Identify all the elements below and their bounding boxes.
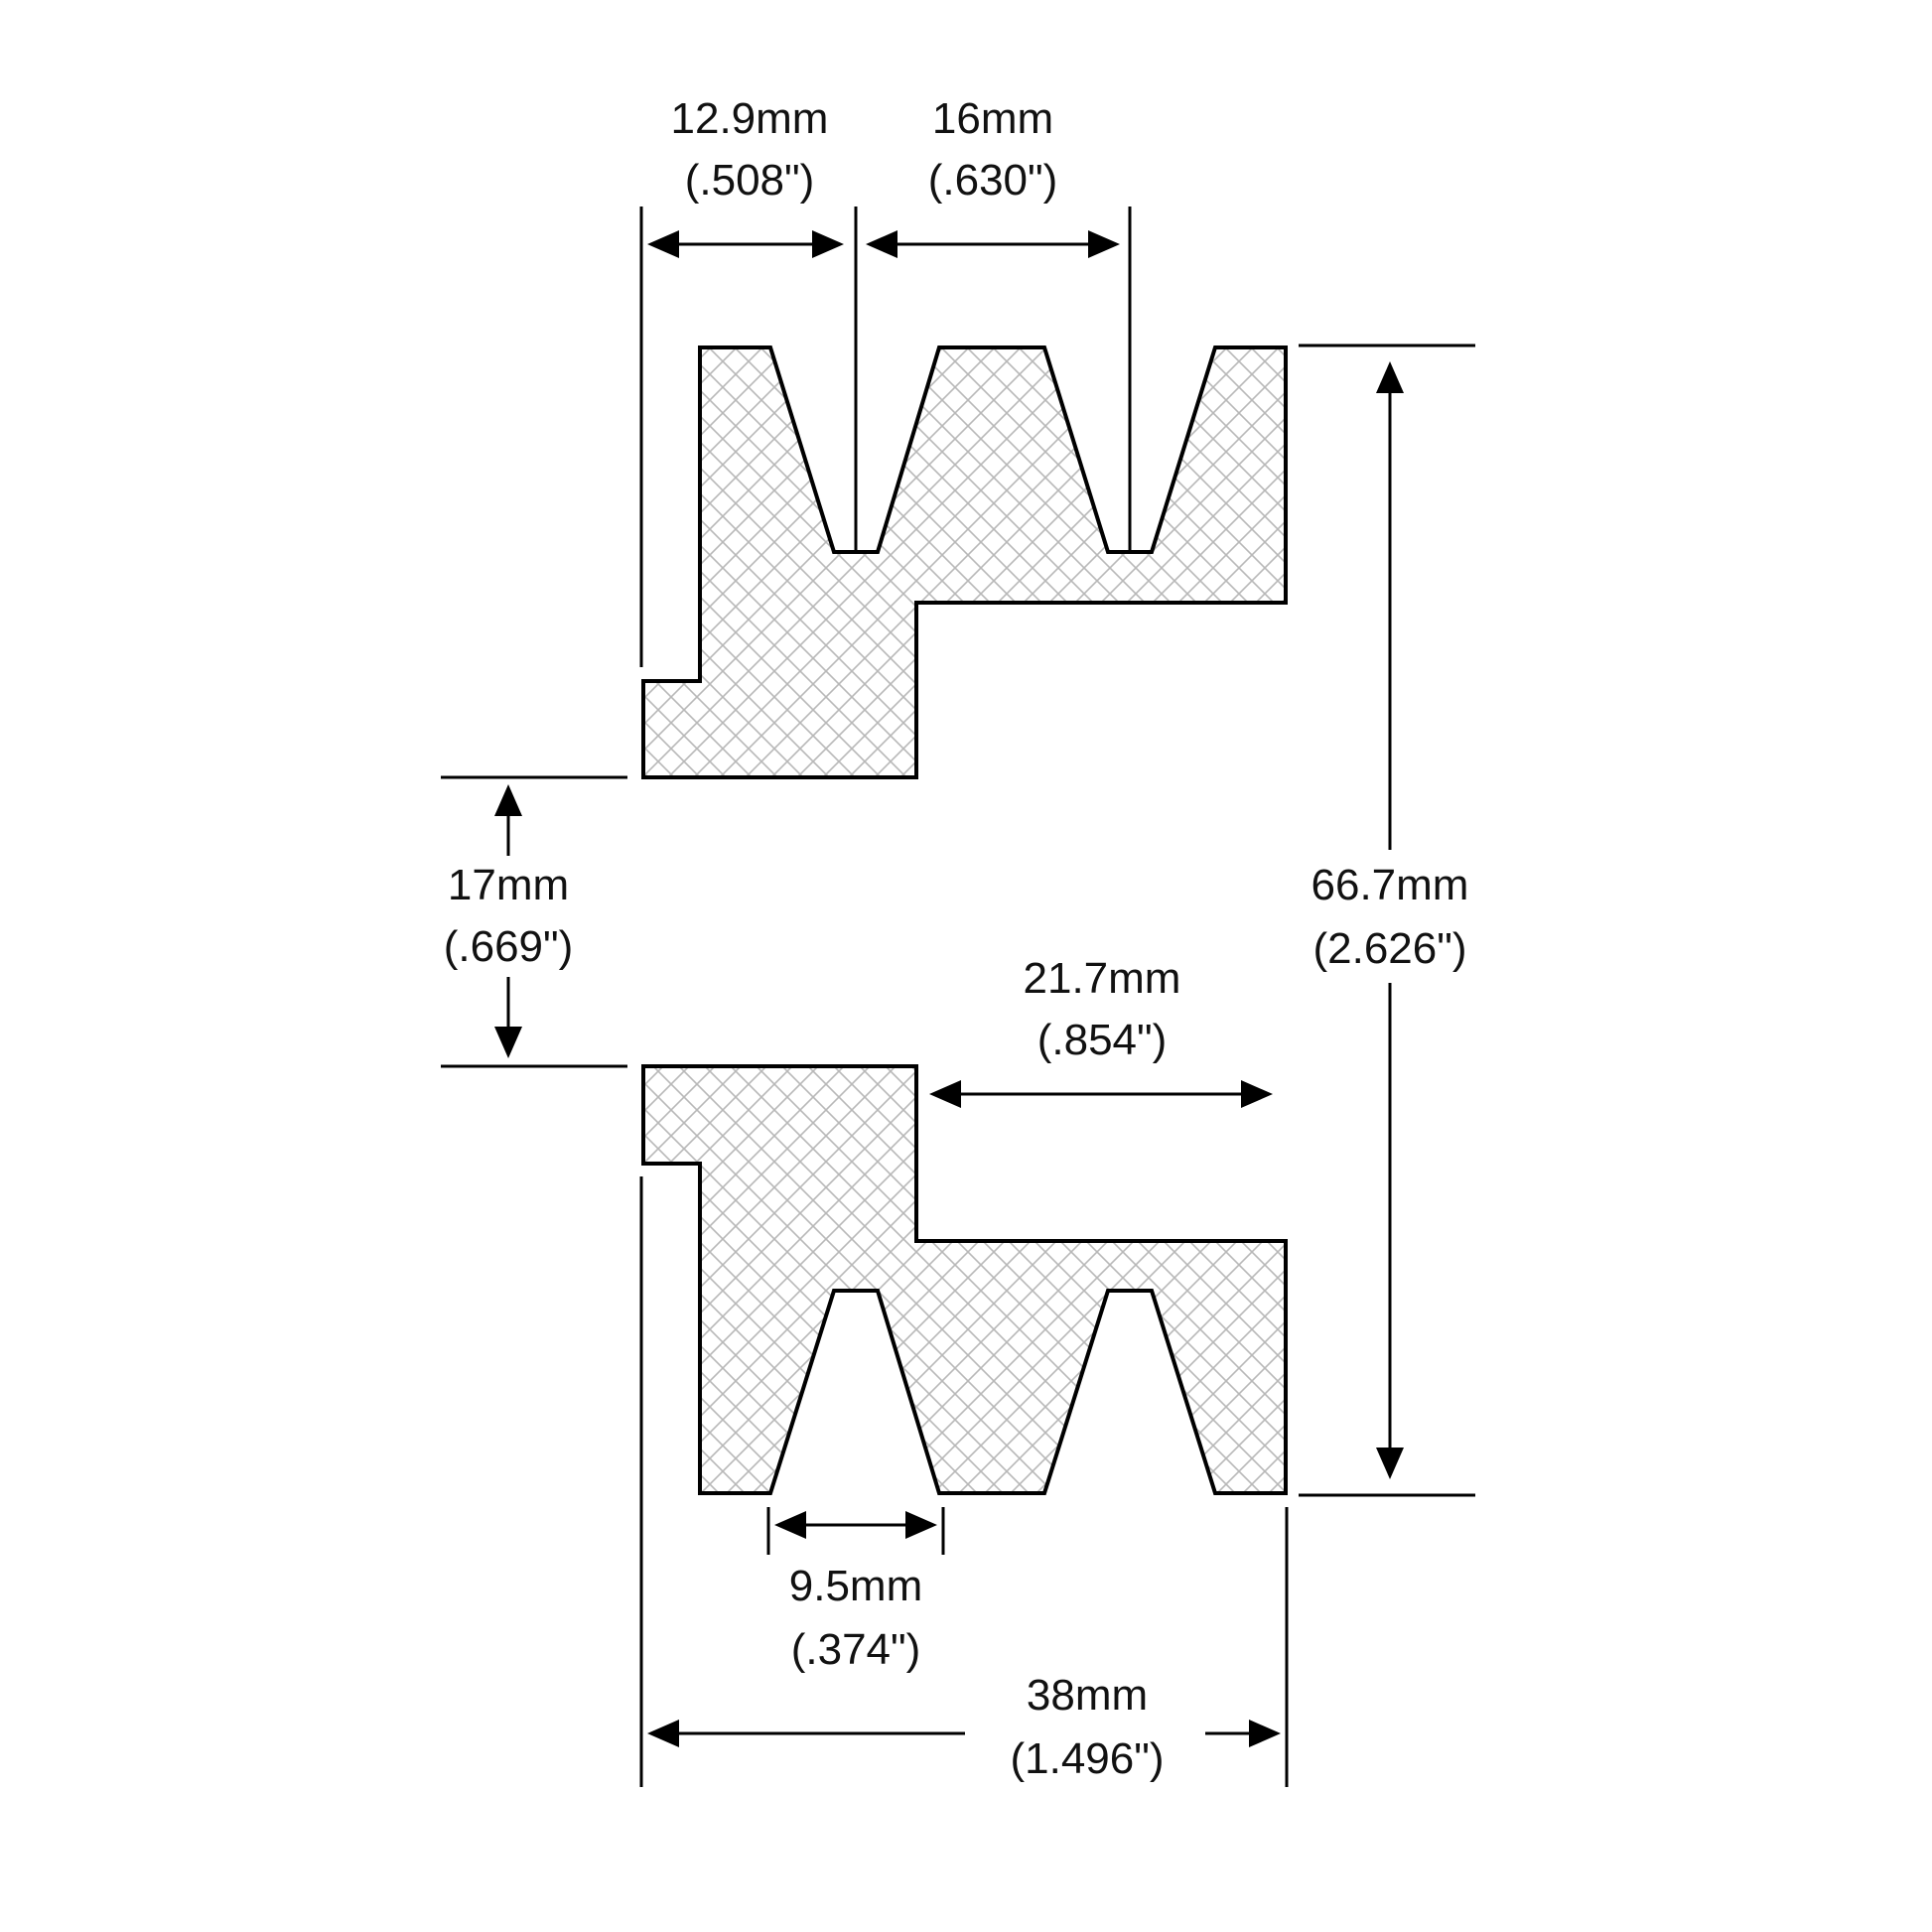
lower-pulley-profile [641,1064,1288,1495]
arrowhead [1376,361,1404,393]
groove-top-width-metric-label: 9.5mm [789,1562,922,1610]
arrowhead [647,1720,679,1747]
bore-diameter-imperial-label: (.669") [444,922,574,971]
arrowhead [494,1027,522,1058]
overall-width-imperial-label: (1.496") [1010,1734,1164,1783]
arrowhead [905,1511,937,1539]
arrowhead [774,1511,806,1539]
upper-pulley-profile [641,345,1288,779]
arrowhead [1241,1080,1273,1108]
groove-spacing-metric-label: 16mm [932,94,1053,143]
arrowhead [929,1080,961,1108]
arrowhead [1088,230,1120,258]
overall-width-metric-label: 38mm [1027,1671,1148,1720]
groove-pitch-metric-label: 12.9mm [671,94,829,143]
outer-diameter-imperial-label: (2.626") [1312,924,1466,973]
arrowhead [647,230,679,258]
arrowhead [494,784,522,816]
groove-pitch-imperial-label: (.508") [685,156,815,205]
groove-top-width-imperial-label: (.374") [791,1625,921,1674]
bore-depth-imperial-label: (.854") [1037,1016,1168,1064]
arrowhead [1376,1448,1404,1479]
bore-depth-metric-label: 21.7mm [1024,954,1181,1003]
outer-diameter-metric-label: 66.7mm [1311,861,1469,909]
groove-spacing-imperial-label: (.630") [928,156,1058,205]
arrowhead [866,230,897,258]
arrowhead [812,230,844,258]
bore-diameter-metric-label: 17mm [448,861,569,909]
arrowhead [1249,1720,1281,1747]
